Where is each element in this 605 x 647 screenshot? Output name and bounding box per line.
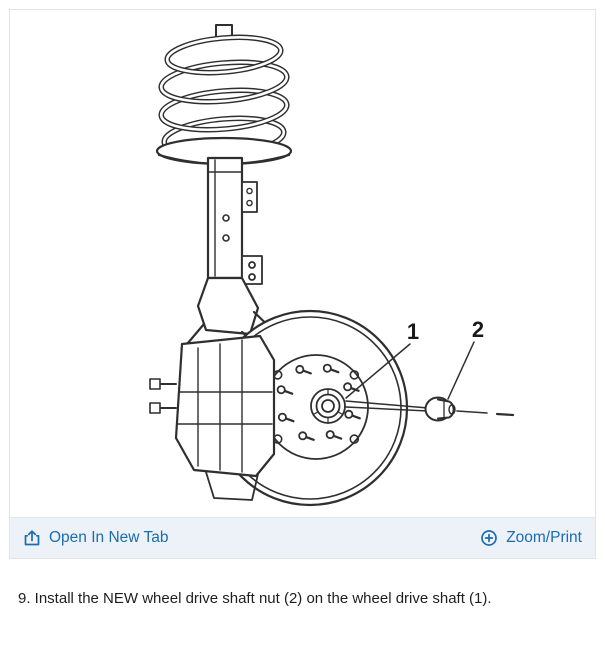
callout-1-label: 1 [407,319,419,344]
figure-panel: 1 2 Open In New Tab [9,9,596,559]
instruction-text: 9. Install the NEW wheel drive shaft nut… [18,590,492,607]
strut-clamp-bracket [241,255,263,285]
open-in-new-tab-button[interactable]: Open In New Tab [23,529,168,547]
axle-shaft-line [345,400,515,417]
drive-shaft-end [310,388,346,424]
wheel-studs [276,363,361,441]
open-in-new-tab-label: Open In New Tab [49,529,169,546]
callout-1-leader [345,343,411,399]
diagram-area: 1 2 [10,10,595,517]
zoom-print-label: Zoom/Print [506,529,582,546]
circled-plus-zoom-icon [480,529,498,547]
drive-shaft-nut [424,396,456,422]
callout-2-label: 2 [472,317,484,342]
callout-2-leader [447,341,475,400]
figure-toolbar: Open In New Tab Zoom/Print [10,517,595,558]
callout-leader-lines [345,341,475,400]
suspension-hub-diagram: 1 2 [149,24,515,507]
strut-body [206,156,258,280]
hub-bearing-assembly [149,334,276,501]
zoom-print-button[interactable]: Zoom/Print [480,529,582,547]
open-in-new-tab-icon [23,529,41,547]
